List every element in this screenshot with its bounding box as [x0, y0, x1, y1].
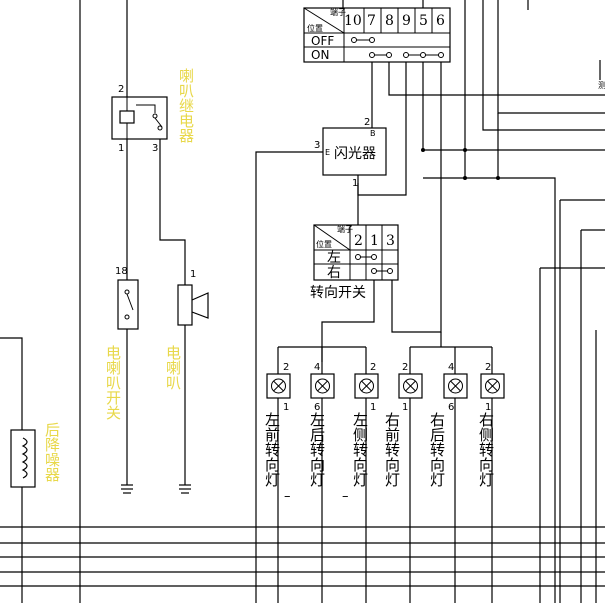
flasher-label: 闪光器 [334, 146, 376, 162]
lamp-0-bottom-pin: 1 [283, 402, 289, 413]
lamp-right-side [480, 373, 505, 603]
lamp-bus [277, 332, 493, 374]
flasher-pin-b: B [370, 129, 376, 138]
lamp-5-label: 右侧转向灯 [477, 412, 495, 488]
lamp-0-mark: – [284, 489, 291, 504]
bottom-bus [0, 526, 605, 587]
lamp-3-label: 右前转向灯 [383, 412, 401, 488]
horn [177, 284, 209, 494]
turn-header-terminal: 端子 [337, 224, 353, 234]
turn-terminal-3: 3 [386, 233, 395, 249]
ign-terminal-10: 10 [344, 13, 362, 29]
ign-header-terminal: 端子 [330, 7, 346, 17]
lamp-1-mark: – [342, 489, 349, 504]
lamp-4-label: 右后转向灯 [428, 412, 446, 488]
lamp-right-rear [443, 373, 468, 603]
horn-pin: 1 [190, 269, 196, 280]
turn-header-position: 位置 [316, 239, 332, 249]
lamp-4-bottom-pin: 6 [448, 402, 454, 413]
horn-relay [111, 96, 186, 285]
lamp-5-top-pin: 2 [485, 362, 491, 373]
ignition-wires [357, 0, 605, 603]
ignition-switch-table [303, 7, 451, 63]
relay-pin-2: 2 [118, 84, 124, 95]
rear-damper-label: 后降噪器 [43, 422, 61, 482]
switch-contact-icon [126, 293, 134, 311]
lamp-1-label: 左后转向灯 [308, 412, 326, 488]
lamp-right-front [398, 373, 423, 603]
flasher [255, 118, 387, 603]
lamp-left-rear [310, 373, 335, 603]
horn-switch [117, 279, 139, 494]
turn-switch [313, 224, 399, 362]
lamp-2-label: 左侧转向灯 [351, 412, 369, 488]
lamp-5-bottom-pin: 1 [485, 402, 491, 413]
lamp-0-label: 左前转向灯 [263, 412, 281, 488]
horn-label: 电喇叭 [164, 345, 182, 390]
horn-icon [191, 292, 209, 319]
lamp-left-front [266, 373, 291, 603]
relay-coil-icon [119, 110, 135, 124]
relay-contact-icon [154, 117, 163, 128]
lamp-left-side [354, 373, 379, 603]
coil-icon [21, 437, 28, 479]
horn-switch-box [117, 279, 139, 330]
horn-relay-label: 喇叭继电器 [177, 68, 195, 143]
turn-switch-label: 转向开关 [310, 285, 366, 301]
ign-header-position: 位置 [307, 23, 323, 33]
lamp-3-top-pin: 2 [402, 362, 408, 373]
flasher-pin-e: E [325, 148, 330, 157]
turn-terminal-1: 1 [370, 233, 379, 249]
relay-pin-3: 3 [152, 143, 158, 154]
horn-box [177, 284, 193, 326]
ign-pos-on: ON [311, 48, 329, 62]
ground-icon [121, 484, 133, 494]
lamp-1-bottom-pin: 6 [314, 402, 320, 413]
lamp-2-top-pin: 2 [370, 362, 376, 373]
ign-terminal-5: 5 [419, 13, 428, 29]
ignition-switch [303, 7, 451, 63]
relay-pin-1: 1 [118, 143, 124, 154]
ign-terminal-9: 9 [402, 13, 411, 29]
ign-terminal-6: 6 [436, 13, 445, 29]
lamp-0-top-pin: 2 [283, 362, 289, 373]
ign-terminal-8: 8 [385, 13, 394, 29]
ign-terminal-7: 7 [367, 13, 376, 29]
turn-pos-right: 右 [327, 265, 341, 281]
flasher-pin-3: 3 [314, 140, 320, 151]
edge-text: 测 [598, 81, 605, 90]
flasher-pin-1: 1 [352, 178, 358, 189]
ground-icon-2 [179, 484, 191, 494]
flasher-pin-2: 2 [364, 117, 370, 128]
turn-pos-left: 左 [327, 250, 341, 266]
lamp-1-top-pin: 4 [314, 362, 320, 373]
lamp-2-bottom-pin: 1 [370, 402, 376, 413]
horn-switch-label: 电喇叭开关 [104, 345, 122, 420]
lamp-3-bottom-pin: 1 [402, 402, 408, 413]
turn-terminal-2: 2 [354, 233, 363, 249]
ign-pos-off: OFF [311, 34, 334, 48]
lamp-4-top-pin: 4 [448, 362, 454, 373]
rear-damper [0, 337, 36, 603]
horn-switch-pin: 18 [115, 266, 128, 277]
